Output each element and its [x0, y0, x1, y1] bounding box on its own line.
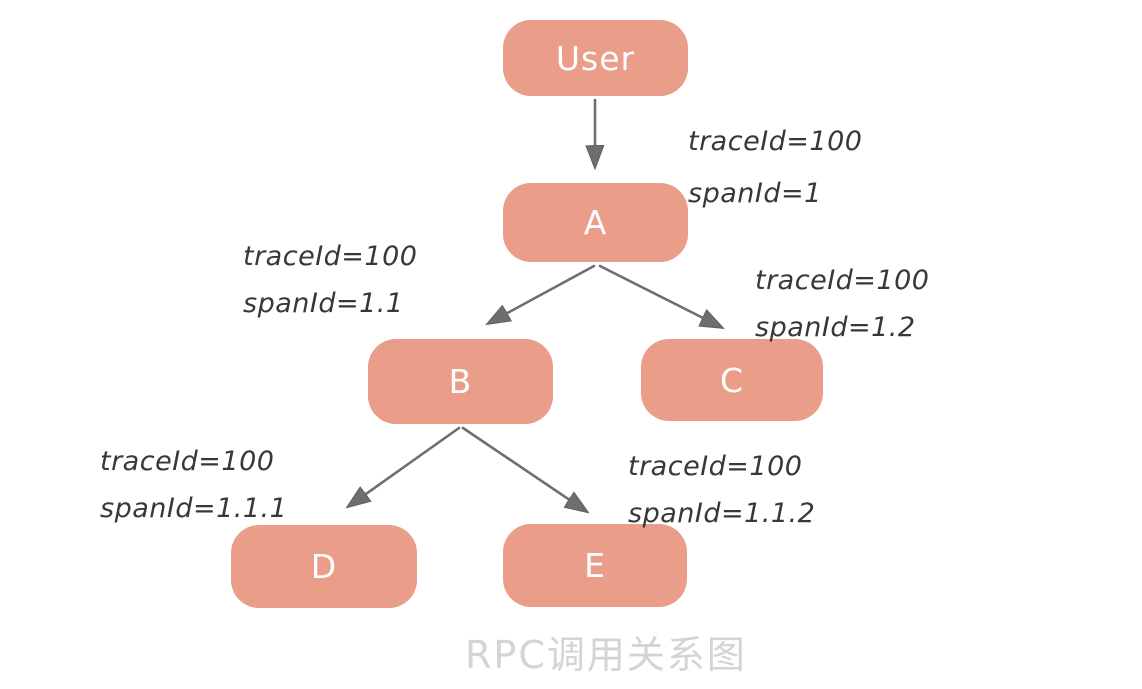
node-a: A	[503, 183, 688, 262]
annotation-b-d-trace: traceId=100	[100, 446, 275, 477]
node-c-label: C	[719, 360, 745, 400]
node-b-label: B	[448, 362, 473, 401]
node-e: E	[503, 524, 687, 607]
annotation-b-d: traceId=100 spanId=1.1.1	[100, 438, 287, 532]
annotation-a-b-span: spanId=1.1	[243, 288, 404, 319]
edge-a-c	[598, 264, 721, 327]
edge-a-b	[489, 264, 596, 323]
annotation-user-a-trace: traceId=100	[688, 126, 863, 157]
annotation-b-e-span: spanId=1.1.2	[628, 498, 816, 529]
node-user: User	[503, 20, 688, 96]
diagram-title: RPC调用关系图	[465, 633, 747, 677]
node-b: B	[368, 339, 553, 424]
annotation-b-e-trace: traceId=100	[628, 451, 803, 482]
annotation-a-c-span: spanId=1.2	[755, 312, 916, 343]
annotation-a-b-trace: traceId=100	[243, 241, 418, 272]
edge-b-d	[349, 426, 461, 506]
node-c: C	[641, 339, 823, 421]
annotation-b-d-span: spanId=1.1.1	[100, 493, 288, 524]
node-d-label: D	[310, 547, 338, 586]
annotation-user-a: traceId=100 spanId=1	[688, 116, 862, 220]
annotation-user-a-span: spanId=1	[688, 178, 822, 209]
annotation-a-c: traceId=100 spanId=1.2	[755, 257, 929, 351]
annotation-a-c-trace: traceId=100	[755, 265, 930, 296]
edge-b-e	[461, 426, 586, 511]
annotation-a-b: traceId=100 spanId=1.1	[243, 233, 417, 327]
node-a-label: A	[583, 203, 608, 242]
node-user-label: User	[555, 38, 636, 78]
node-e-label: E	[584, 546, 606, 585]
node-d: D	[231, 525, 417, 608]
annotation-b-e: traceId=100 spanId=1.1.2	[628, 443, 815, 537]
